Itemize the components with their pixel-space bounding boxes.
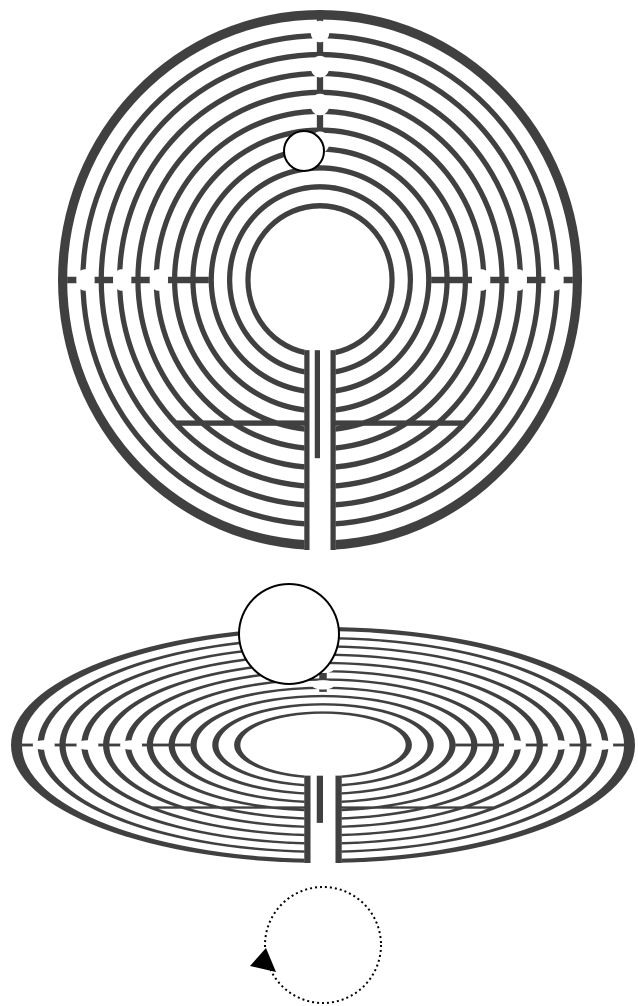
dotted-circular-arrow-icon: [250, 887, 381, 1003]
labyrinth-circular: [58, 10, 582, 555]
position-marker-small: [284, 131, 324, 171]
position-marker-large: [239, 584, 339, 684]
